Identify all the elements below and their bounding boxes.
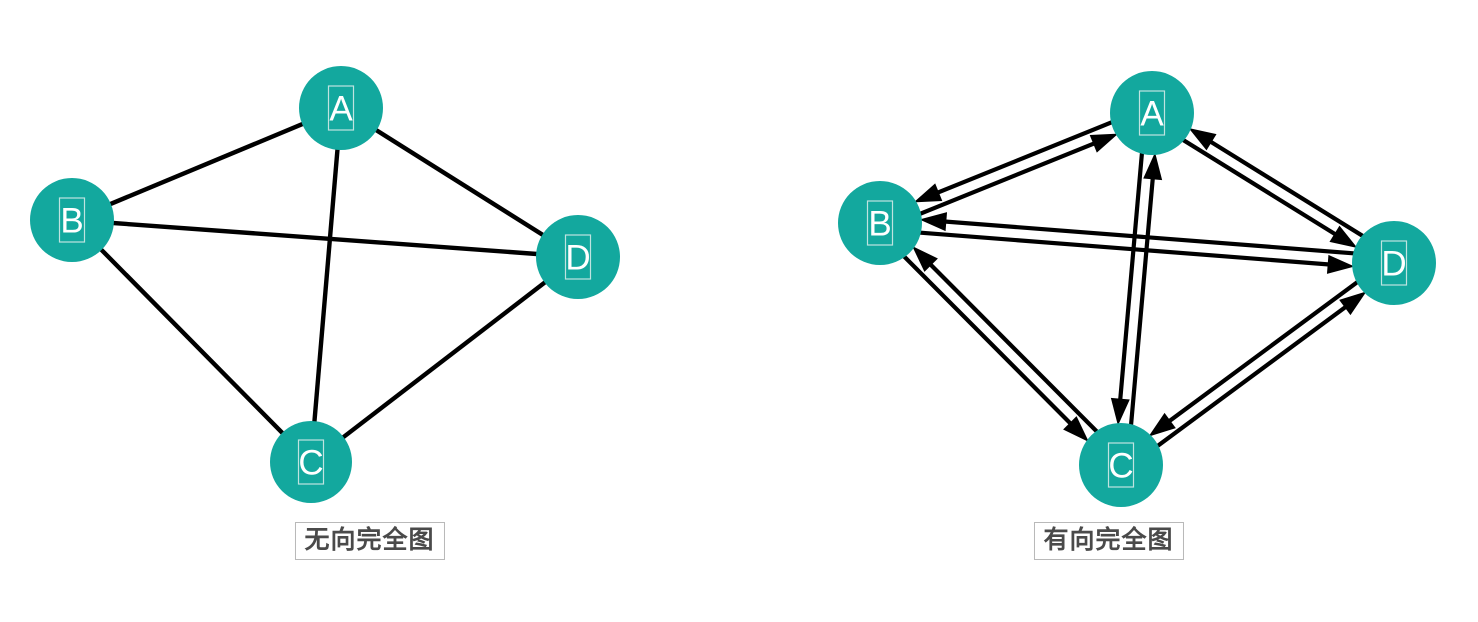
graph-edge-A-C [311, 143, 341, 428]
graph-arc-line-D-C [1164, 278, 1361, 426]
node-circle-A [299, 66, 383, 150]
graph-arc-line-B-D [917, 230, 1333, 267]
graph-arc-line-A-B [933, 119, 1116, 197]
node-circle-C [1079, 423, 1163, 507]
graph-node-B[interactable]: B [30, 178, 114, 262]
graph-edge-C-D [337, 277, 551, 443]
node-label-D: D [1381, 245, 1406, 284]
node-label-C: C [1108, 447, 1133, 486]
node-label-box-D [564, 234, 592, 280]
graph-arc-line-C-A [1128, 174, 1156, 428]
directed-graph-figure: A B C D [838, 71, 1436, 507]
arrow-head-C-A [1143, 152, 1163, 181]
node-label-box-A [327, 85, 355, 131]
arrow-head-D-A [1188, 128, 1217, 151]
arrow-head-B-A [1089, 133, 1119, 153]
node-label-A: A [1140, 95, 1164, 134]
node-label-box-B [58, 197, 86, 243]
node-label-box-A [1138, 90, 1166, 136]
graph-edge-A-D [370, 125, 549, 240]
graph-node-A[interactable]: A [299, 66, 383, 150]
arrow-head-A-C [1110, 397, 1130, 426]
undirected-graph-panel: A B C D 无向完全图 [30, 66, 620, 560]
node-label-box-B [866, 200, 894, 246]
node-label-D: D [565, 239, 590, 278]
arrow-head-C-B [912, 246, 938, 272]
graph-node-D[interactable]: D [536, 215, 620, 299]
graph-arc-line-B-A [916, 139, 1099, 217]
node-circle-D [1352, 221, 1436, 305]
graph-edge-B-C [95, 244, 288, 439]
arrow-head-C-D [1339, 291, 1367, 316]
graph-arc-line-D-A [1206, 137, 1367, 240]
node-label-B: B [60, 202, 83, 241]
graph-node-D[interactable]: D [1352, 221, 1436, 305]
arrow-head-A-B [913, 183, 943, 203]
node-circle-D [536, 215, 620, 299]
graph-node-C[interactable]: C [1079, 423, 1163, 507]
node-label-box-C [297, 439, 325, 485]
graph-arc-line-D-B [941, 219, 1357, 256]
node-label-C: C [298, 444, 323, 483]
arrow-head-D-C [1148, 412, 1176, 437]
node-circle-C [270, 421, 352, 503]
node-label-A: A [329, 90, 353, 129]
node-circle-B [838, 181, 922, 265]
graph-node-C[interactable]: C [270, 421, 352, 503]
graph-edge-B-D [107, 220, 543, 257]
node-label-B: B [868, 205, 891, 244]
directed-graph-caption: 有向完全图 [1033, 522, 1184, 560]
graph-arc-line-B-C [900, 253, 1075, 428]
graph-arc-line-A-D [1179, 136, 1340, 239]
directed-graph-panel: A B C D 有向完全图 [739, 0, 1478, 622]
node-label-box-C [1107, 442, 1135, 488]
node-label-box-D [1380, 240, 1408, 286]
undirected-graph-figure: A B C D [30, 66, 620, 503]
graph-arc-line-C-D [1154, 302, 1351, 450]
arrow-head-A-D [1329, 225, 1358, 248]
graph-arc-line-C-B [926, 260, 1101, 435]
graph-edge-A-B [104, 119, 309, 209]
node-circle-B [30, 178, 114, 262]
graph-node-B[interactable]: B [838, 181, 922, 265]
arrow-head-B-C [1063, 416, 1089, 442]
arrow-head-B-D [1326, 254, 1355, 274]
undirected-graph-caption: 无向完全图 [294, 522, 445, 560]
arrow-head-D-B [919, 212, 948, 232]
graph-arc-line-A-C [1117, 150, 1145, 404]
node-circle-A [1110, 71, 1194, 155]
graph-node-A[interactable]: A [1110, 71, 1194, 155]
